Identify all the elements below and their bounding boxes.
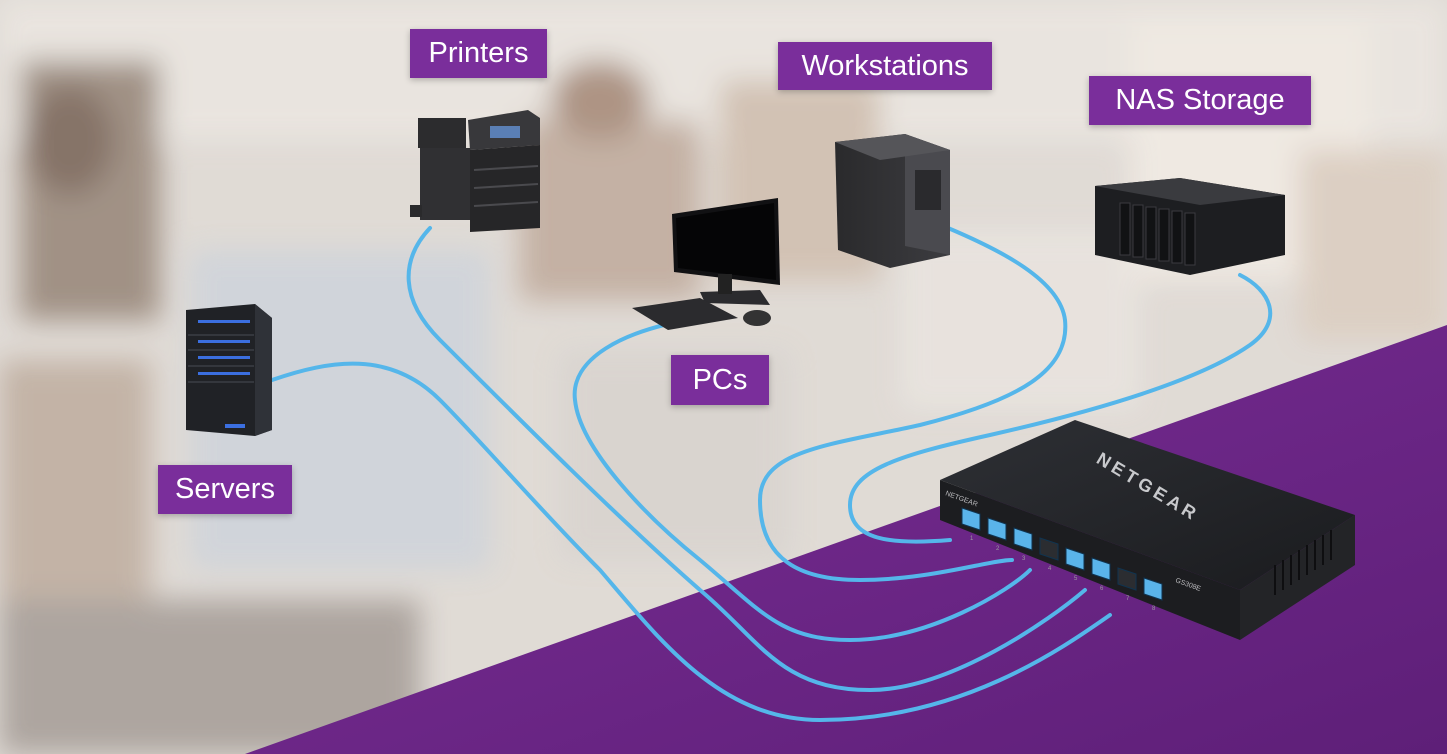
port-number: 5	[1074, 576, 1078, 582]
port-number: 7	[1126, 596, 1130, 602]
label-servers: Servers	[158, 465, 292, 514]
cable-workstations	[757, 226, 1068, 583]
pc-monitor-icon	[632, 198, 780, 330]
port-number: 1	[970, 536, 974, 542]
server-rack-icon	[186, 304, 272, 436]
port-number: 3	[1022, 556, 1026, 562]
cable-pcs	[572, 316, 1032, 643]
label-pcs: PCs	[671, 355, 769, 405]
port-number: 2	[996, 546, 1000, 552]
port-number: 8	[1152, 606, 1156, 612]
switch-ports	[961, 507, 1163, 601]
cable-printers	[406, 226, 1087, 693]
port-number: 6	[1100, 586, 1104, 592]
nas-storage-icon	[1095, 178, 1285, 275]
cables	[270, 226, 1273, 723]
label-nas-storage: NAS Storage	[1089, 76, 1311, 125]
port-number: 4	[1048, 566, 1052, 572]
switch-vents	[1274, 530, 1332, 595]
cable-servers	[270, 361, 1112, 723]
printer-icon	[410, 110, 540, 232]
workstation-tower-icon	[835, 134, 950, 268]
purple-floor	[245, 325, 1447, 754]
cable-nas	[847, 273, 1273, 544]
network-switch-icon: NETGEAR NETGEAR GS308E 1 2 3 4 5 6 7 8	[940, 420, 1355, 640]
label-printers: Printers	[410, 29, 547, 78]
switch-port-numbers: 1 2 3 4 5 6 7 8	[970, 536, 1156, 612]
label-workstations: Workstations	[778, 42, 992, 90]
